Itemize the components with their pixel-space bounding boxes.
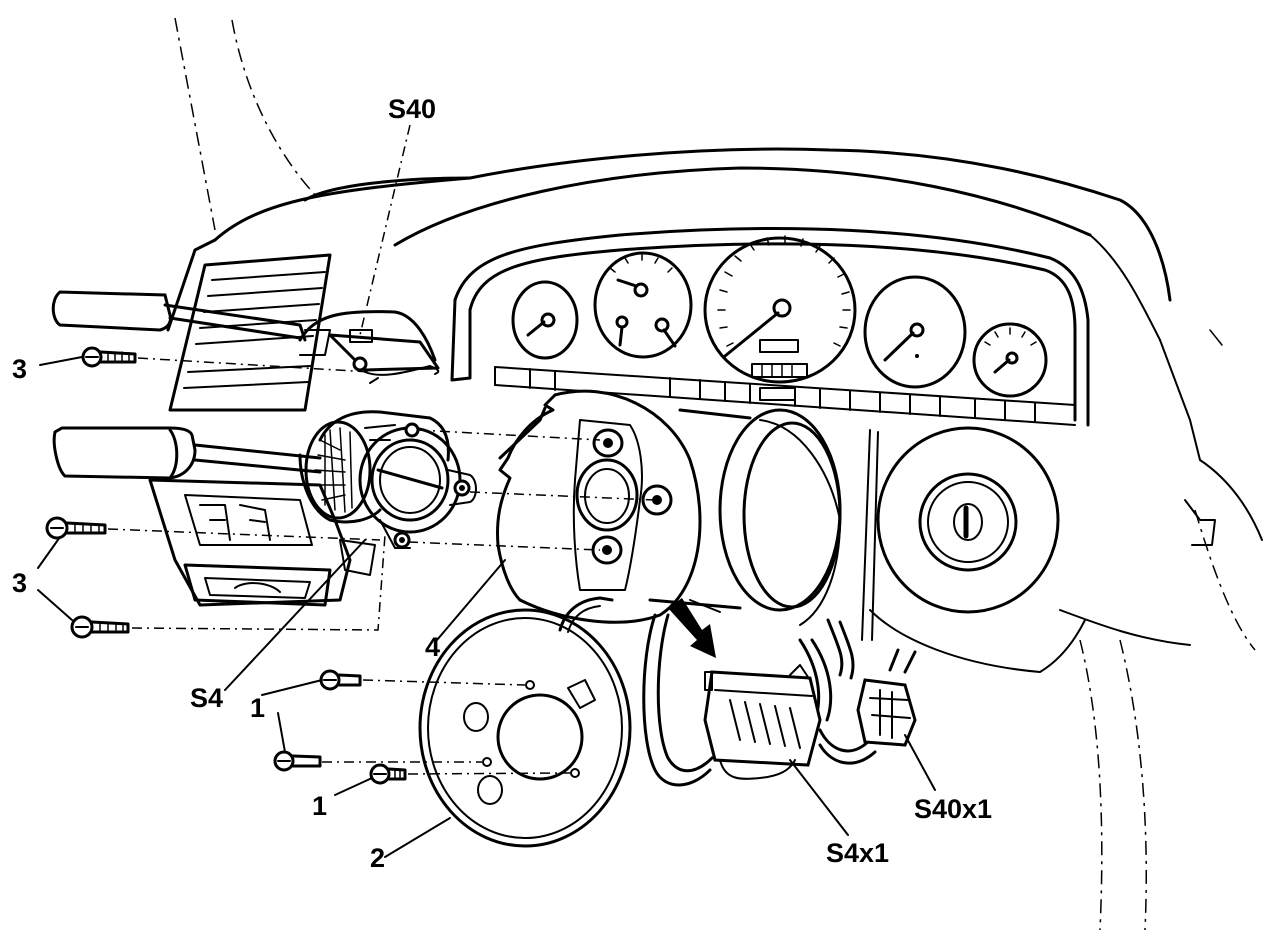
left-air-vent <box>168 253 332 412</box>
screw-1-lower <box>369 763 571 785</box>
callout-labels: S40 3 3 S4 4 1 1 2 S4x1 S40x1 <box>12 94 992 873</box>
part-1-screws <box>273 669 571 785</box>
label-s40: S40 <box>388 94 436 124</box>
label-s40x1: S40x1 <box>914 794 992 824</box>
combination-switch-lower-stalk <box>52 426 322 480</box>
instrument-cluster <box>450 227 1090 427</box>
label-part-2: 2 <box>370 843 385 873</box>
warning-light-strip <box>494 366 1076 426</box>
small-gauge-left <box>511 280 579 360</box>
tachometer <box>863 275 967 389</box>
screw-3-middle <box>45 516 381 541</box>
label-s4x1: S4x1 <box>826 838 889 868</box>
part-2-contact-reel <box>418 596 632 848</box>
part-3-screws <box>45 346 386 639</box>
screw-1-top <box>319 669 526 691</box>
label-s4: S4 <box>190 683 223 713</box>
label-part-1a: 1 <box>250 693 265 723</box>
small-gauge-right <box>972 322 1048 398</box>
steering-column-tube <box>648 408 842 626</box>
part-4-column-casing <box>496 389 702 624</box>
windshield-outline <box>174 17 1256 931</box>
dashboard-body <box>166 147 1263 673</box>
screw-3-top <box>81 346 371 373</box>
s40x1-connector <box>856 648 917 747</box>
ignition-lock <box>861 426 1060 641</box>
label-part-4: 4 <box>425 632 440 662</box>
disconnect-arrow-icon <box>668 598 716 658</box>
speedometer <box>703 235 857 384</box>
label-part-3b: 3 <box>12 568 27 598</box>
fuel-temp-gauge <box>593 251 693 359</box>
label-part-1b: 1 <box>312 791 327 821</box>
label-part-3a: 3 <box>12 354 27 384</box>
s40-switch <box>298 310 440 384</box>
screw-3-lower <box>70 534 386 639</box>
s4-combination-switch <box>298 410 656 551</box>
lower-switch-panel <box>148 478 376 607</box>
leader-lines <box>37 124 936 858</box>
s4x1-connector <box>703 664 822 780</box>
